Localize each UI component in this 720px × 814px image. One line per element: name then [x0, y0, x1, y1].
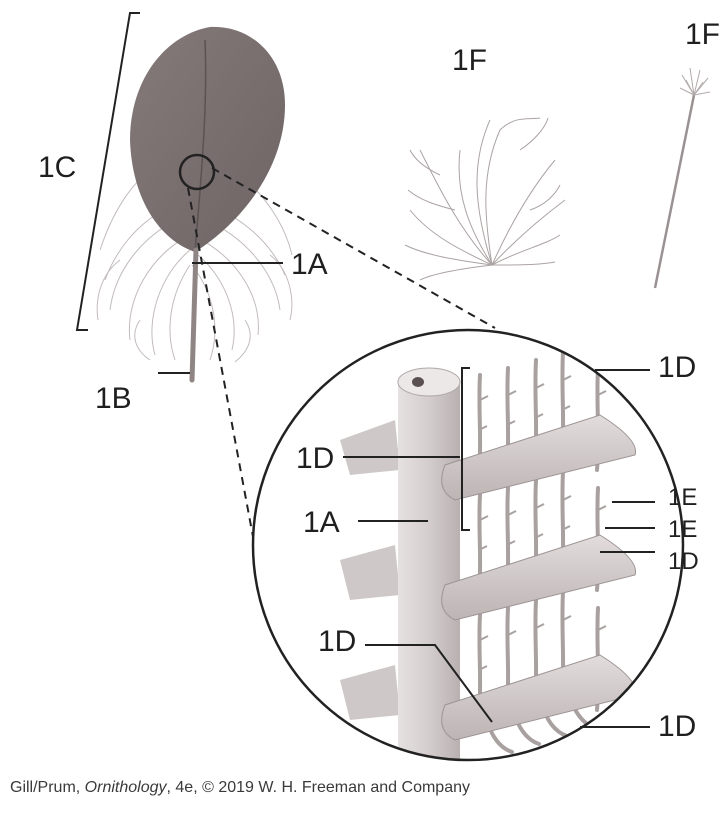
label-barb-bracket: 1D — [296, 442, 334, 475]
label-barbule-right: 1D — [668, 548, 699, 575]
label-barb-lower: 1D — [318, 625, 356, 658]
credit-suffix: , 4e, © 2019 W. H. Freeman and Company — [167, 779, 471, 796]
label-hook-lower: 1E — [668, 516, 697, 543]
vane — [130, 27, 285, 252]
contour-feather — [97, 27, 292, 380]
label-downy-feather: 1F — [452, 44, 487, 77]
label-barbules-bottom: 1D — [658, 710, 696, 743]
label-calamus: 1B — [95, 382, 132, 415]
label-vane: 1C — [38, 151, 76, 184]
downy-feather — [405, 118, 565, 280]
label-rachis: 1A — [291, 248, 328, 281]
zoom-view — [253, 330, 683, 780]
rachis-shaft — [192, 250, 196, 380]
label-barbules-top: 1D — [658, 351, 696, 384]
figure-credit: Gill/Prum, Ornithology, 4e, © 2019 W. H.… — [10, 779, 470, 797]
label-filoplume: 1F — [685, 18, 720, 51]
zoom-connector-lower — [188, 188, 262, 585]
vane-bracket — [77, 13, 140, 330]
zoom-connector-upper — [212, 168, 495, 328]
credit-prefix: Gill/Prum, — [10, 779, 85, 796]
label-zoom-rachis: 1A — [303, 506, 340, 539]
credit-book-title: Ornithology — [85, 779, 167, 796]
label-hook-upper: 1E — [668, 484, 697, 511]
filoplume — [655, 68, 710, 288]
